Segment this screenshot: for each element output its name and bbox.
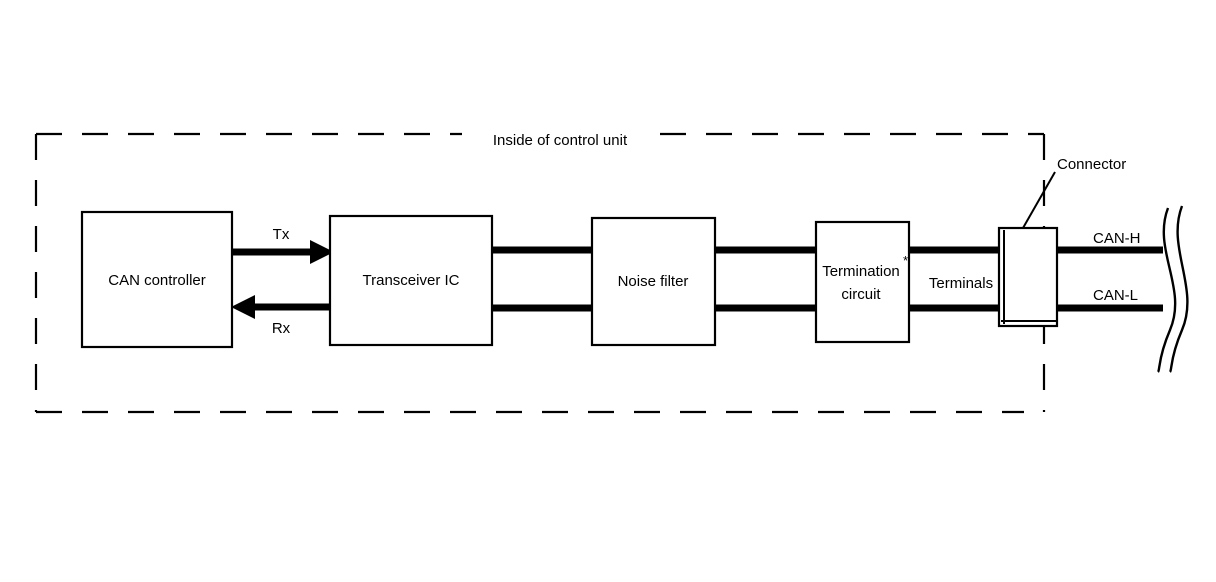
transceiver-ic-box bbox=[328, 214, 494, 347]
block-transceiver-ic[interactable]: Transceiver IC bbox=[328, 214, 494, 347]
termination-footnote-marker: * bbox=[903, 253, 908, 268]
block-noise-filter[interactable]: Noise filter bbox=[590, 216, 717, 347]
can-h-label: CAN-H bbox=[1093, 230, 1141, 247]
wire-break-curve-right bbox=[1168, 205, 1189, 373]
connector-box bbox=[997, 226, 1059, 328]
transceiver-ic-label: Transceiver IC bbox=[363, 272, 460, 289]
wire-break-curve-left bbox=[1156, 207, 1177, 373]
tx-label: Tx bbox=[273, 226, 290, 243]
wire-break-symbol bbox=[1156, 205, 1189, 373]
signal-tx: Tx bbox=[232, 226, 334, 264]
rx-label: Rx bbox=[272, 320, 291, 337]
signal-rx: Rx bbox=[231, 295, 330, 337]
termination-circuit-box bbox=[814, 220, 911, 344]
noise-filter-label: Noise filter bbox=[618, 273, 689, 290]
block-can-controller[interactable]: CAN controller bbox=[80, 210, 234, 349]
block-connector[interactable] bbox=[997, 226, 1059, 328]
can-controller-box bbox=[80, 210, 234, 349]
can-controller-label: CAN controller bbox=[108, 272, 206, 289]
connector-callout: Connector bbox=[1022, 156, 1126, 229]
terminals-label: Terminals bbox=[929, 275, 993, 292]
connector-callout-label: Connector bbox=[1057, 156, 1126, 173]
termination-circuit-label-line1: Termination bbox=[822, 263, 900, 280]
noise-filter-box bbox=[590, 216, 717, 347]
can-bus-lines bbox=[492, 246, 1163, 312]
tx-arrow-head bbox=[310, 240, 334, 264]
boundary-label: Inside of control unit bbox=[493, 132, 628, 149]
connector-leader-line bbox=[1022, 171, 1056, 229]
block-termination-circuit[interactable]: Termination * circuit bbox=[814, 220, 911, 344]
can-l-label: CAN-L bbox=[1093, 287, 1138, 304]
rx-arrow-head bbox=[231, 295, 255, 319]
termination-circuit-label-line2: circuit bbox=[841, 286, 881, 303]
